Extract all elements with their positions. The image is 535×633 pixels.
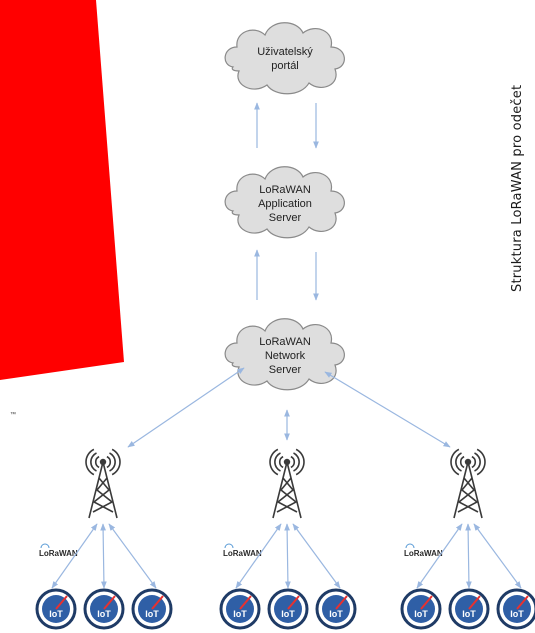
cloud-icon (224, 22, 345, 95)
iot-meter-icon: IoT (267, 588, 309, 630)
iot-meter-icon: IoT (496, 588, 535, 630)
iot-meter-icon: IoT (400, 588, 442, 630)
app-server-label-line2: Application (258, 198, 312, 210)
arrow-gateway-to-meter (108, 523, 157, 589)
arrow-gateway-to-meter (51, 523, 98, 589)
lorawan-logo-icon: LoRaWAN (39, 543, 78, 558)
lorawan-trademark-mark: ™ (10, 411, 16, 418)
iot-meter-icon: IoT (83, 588, 125, 630)
iot-label: IoT (49, 609, 63, 619)
arrow-gateway-to-meter (235, 523, 282, 589)
arrow-gateway-to-meter (465, 523, 472, 589)
cloud-link-arrows (127, 102, 451, 448)
application-server-cloud: LoRaWAN Application Server (224, 166, 345, 239)
red-accent-panel (0, 0, 124, 380)
iot-meter-icon: IoT (35, 588, 77, 630)
arrow-network-to-gateway-3 (324, 371, 451, 448)
arrow-gateway-to-meter (473, 523, 522, 589)
arrow-network-to-gateway-1 (127, 367, 245, 448)
iot-label: IoT (510, 609, 524, 619)
iot-meter-icon: IoT (131, 588, 173, 630)
arrow-gateway-to-meter (284, 523, 291, 589)
portal-label-line1: Uživatelský (257, 46, 313, 58)
arrow-gateway-to-meter (416, 523, 463, 589)
lorawan-logo-icon: LoRaWAN (404, 543, 443, 558)
network-server-label-line2: Network (265, 350, 306, 362)
iot-meter-icon: IoT (219, 588, 261, 630)
network-server-cloud: LoRaWAN Network Server (224, 318, 345, 391)
lorawan-label: LoRaWAN (39, 549, 78, 558)
iot-label: IoT (462, 609, 476, 619)
iot-label: IoT (329, 609, 343, 619)
network-server-label-line1: LoRaWAN (259, 336, 311, 348)
iot-label: IoT (281, 609, 295, 619)
arrow-gateway-to-meter (100, 523, 107, 589)
iot-label: IoT (233, 609, 247, 619)
antenna-tower-icon (450, 448, 486, 519)
gateway-2: LoRaWAN IoT IoT IoT (219, 448, 357, 630)
iot-meter-icon: IoT (448, 588, 490, 630)
antenna-tower-icon (269, 448, 305, 519)
lorawan-logo-icon: LoRaWAN (223, 543, 262, 558)
arrow-gateway-to-meter (292, 523, 341, 589)
side-caption: Struktura LoRaWAN pro odečet (510, 84, 525, 292)
network-server-label-line3: Server (269, 364, 302, 376)
app-server-label-line1: LoRaWAN (259, 184, 311, 196)
antenna-tower-icon (85, 448, 121, 519)
portal-label-line2: portál (271, 60, 299, 72)
gateway-1: LoRaWAN IoT IoT IoT (35, 448, 173, 630)
iot-label: IoT (97, 609, 111, 619)
user-portal-cloud: Uživatelský portál (224, 22, 345, 95)
iot-label: IoT (145, 609, 159, 619)
app-server-label-line3: Server (269, 212, 302, 224)
gateway-3: LoRaWAN IoT IoT IoT (400, 448, 535, 630)
iot-meter-icon: IoT (315, 588, 357, 630)
iot-label: IoT (414, 609, 428, 619)
lorawan-label: LoRaWAN (404, 549, 443, 558)
gateway-group: LoRaWAN IoT IoT IoT LoRaWAN IoT IoT IoT LoRaWAN I… (35, 448, 535, 630)
lorawan-label: LoRaWAN (223, 549, 262, 558)
